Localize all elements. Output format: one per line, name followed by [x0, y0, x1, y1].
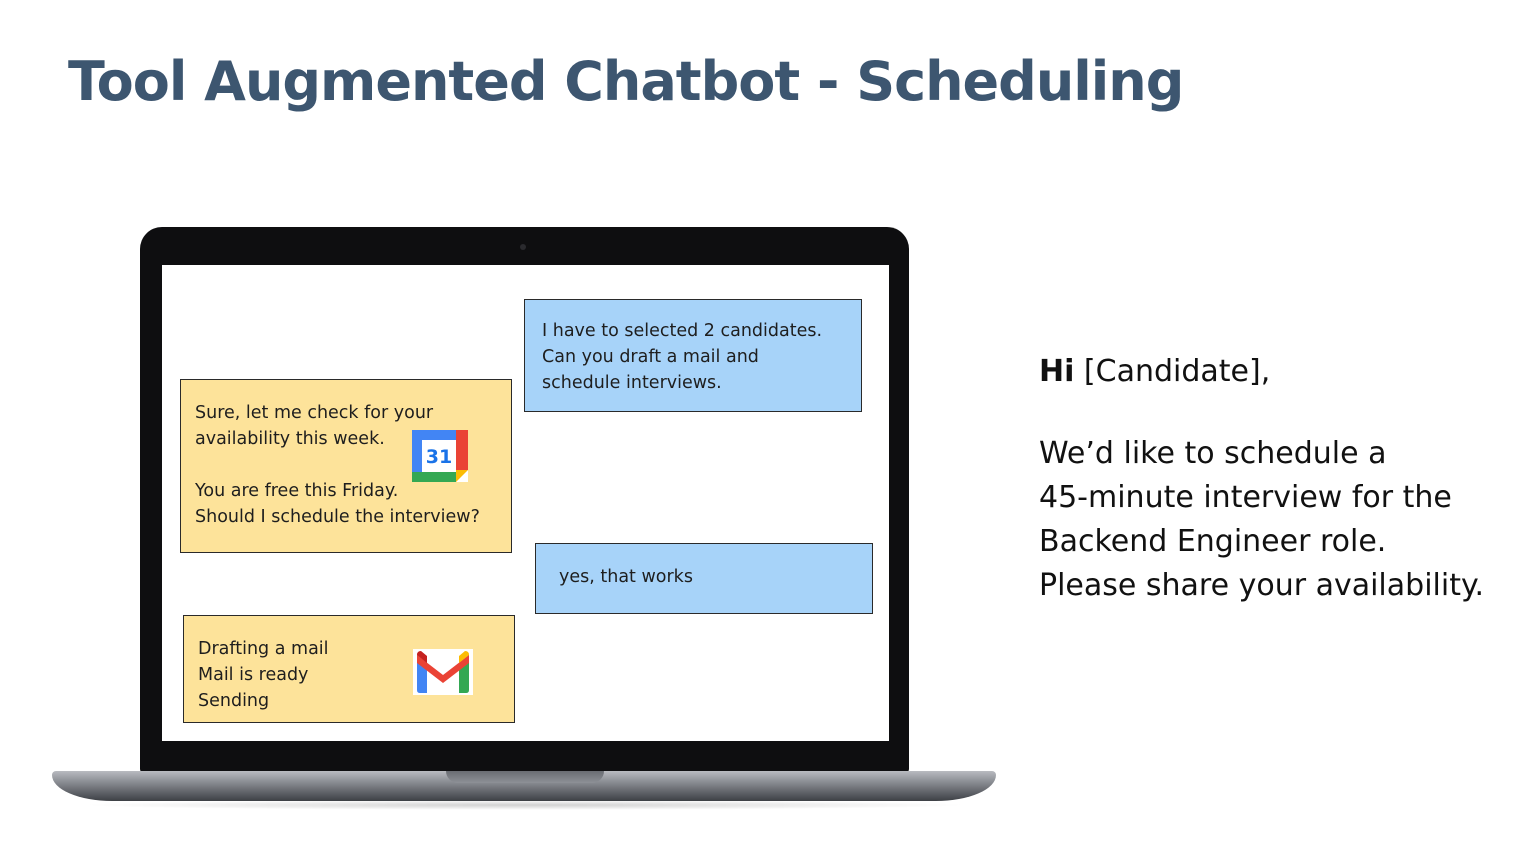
message-line: yes, that works: [559, 567, 693, 587]
laptop-opening-notch: [446, 771, 604, 783]
message-line: Sending: [198, 691, 270, 711]
email-body-line: We’d like to schedule a: [1039, 436, 1387, 471]
email-greeting: Hi [Candidate],: [1039, 350, 1484, 394]
laptop-shadow: [80, 800, 970, 810]
message-line: availability this week.: [195, 429, 385, 449]
email-body-line: Please share your availability.: [1039, 568, 1484, 603]
camera-dot: [520, 244, 526, 250]
message-line: You are free this Friday.: [195, 481, 399, 501]
message-line: Drafting a mail: [198, 639, 329, 659]
email-preview: Hi [Candidate], We’d like to schedule a …: [1039, 350, 1484, 608]
gmail-icon: [413, 649, 473, 695]
slide-title: Tool Augmented Chatbot - Scheduling: [68, 50, 1184, 113]
user-message-bubble: yes, that works: [535, 543, 873, 614]
message-line: schedule interviews.: [542, 373, 722, 393]
email-body-line: Backend Engineer role.: [1039, 524, 1387, 559]
email-greeting-hi: Hi: [1039, 354, 1075, 389]
message-line: Mail is ready: [198, 665, 309, 685]
message-line: I have to selected 2 candidates.: [542, 321, 823, 341]
user-message-bubble: I have to selected 2 candidates. Can you…: [524, 299, 862, 412]
calendar-date-text: 31: [426, 446, 452, 468]
email-body-line: 45-minute interview for the: [1039, 480, 1452, 515]
email-greeting-name: [Candidate],: [1074, 354, 1271, 389]
email-body: We’d like to schedule a 45-minute interv…: [1039, 432, 1484, 608]
message-line: Should I schedule the interview?: [195, 507, 480, 527]
google-calendar-icon: 31: [412, 430, 468, 482]
message-line: Can you draft a mail and: [542, 347, 759, 367]
message-line: Sure, let me check for your: [195, 403, 434, 423]
